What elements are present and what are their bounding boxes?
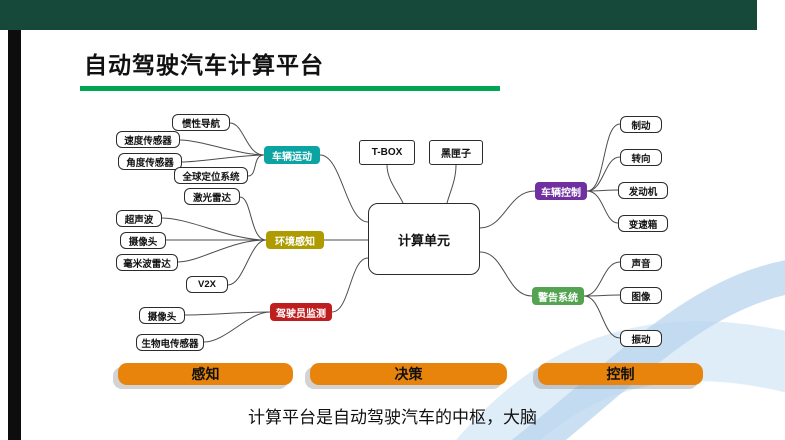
- leaf-inertial-navigation: 惯性导航: [172, 114, 230, 131]
- leaf-v2x: V2X: [186, 276, 228, 293]
- stage-bar-control: 控制: [538, 363, 703, 385]
- leaf-gps: 全球定位系统: [174, 167, 248, 184]
- stage-bar-perception: 感知: [118, 363, 293, 385]
- node-tbox: T-BOX: [359, 140, 415, 165]
- page-title: 自动驾驶汽车计算平台: [84, 52, 324, 78]
- leaf-speed-sensor: 速度传感器: [116, 131, 180, 148]
- leaf-lidar: 激光雷达: [184, 188, 240, 205]
- leaf-mmwave-radar: 毫米波雷达: [116, 254, 178, 271]
- stage-bar-decision: 决策: [310, 363, 507, 385]
- branch-environment-perception: 环境感知: [266, 231, 324, 249]
- caption-text: 计算平台是自动驾驶汽车的中枢，大脑: [248, 408, 537, 427]
- leaf-brake: 制动: [620, 116, 662, 133]
- leaf-angle-sensor: 角度传感器: [118, 153, 182, 170]
- node-blackbox: 黑匣子: [429, 140, 483, 165]
- leaf-gearbox: 变速箱: [618, 215, 668, 232]
- title-underline: [80, 86, 500, 91]
- leaf-driver-camera: 摄像头: [139, 307, 185, 324]
- node-computing-unit: 计算单元: [368, 203, 480, 275]
- leaf-engine: 发动机: [618, 182, 668, 199]
- branch-vehicle-motion: 车辆运动: [264, 146, 320, 164]
- leaf-vibration: 振动: [620, 330, 662, 347]
- leaf-bioelectric-sensor: 生物电传感器: [136, 334, 204, 351]
- left-black-bar: [8, 30, 21, 440]
- leaf-sound: 声音: [620, 254, 662, 271]
- leaf-ultrasonic: 超声波: [116, 210, 162, 227]
- leaf-image: 图像: [620, 287, 662, 304]
- branch-driver-monitoring: 驾驶员监测: [270, 303, 332, 321]
- top-green-bar: [0, 0, 757, 30]
- branch-vehicle-control: 车辆控制: [535, 182, 587, 200]
- branch-warning-system: 警告系统: [532, 287, 584, 305]
- leaf-camera: 摄像头: [120, 232, 166, 249]
- leaf-steering: 转向: [620, 149, 662, 166]
